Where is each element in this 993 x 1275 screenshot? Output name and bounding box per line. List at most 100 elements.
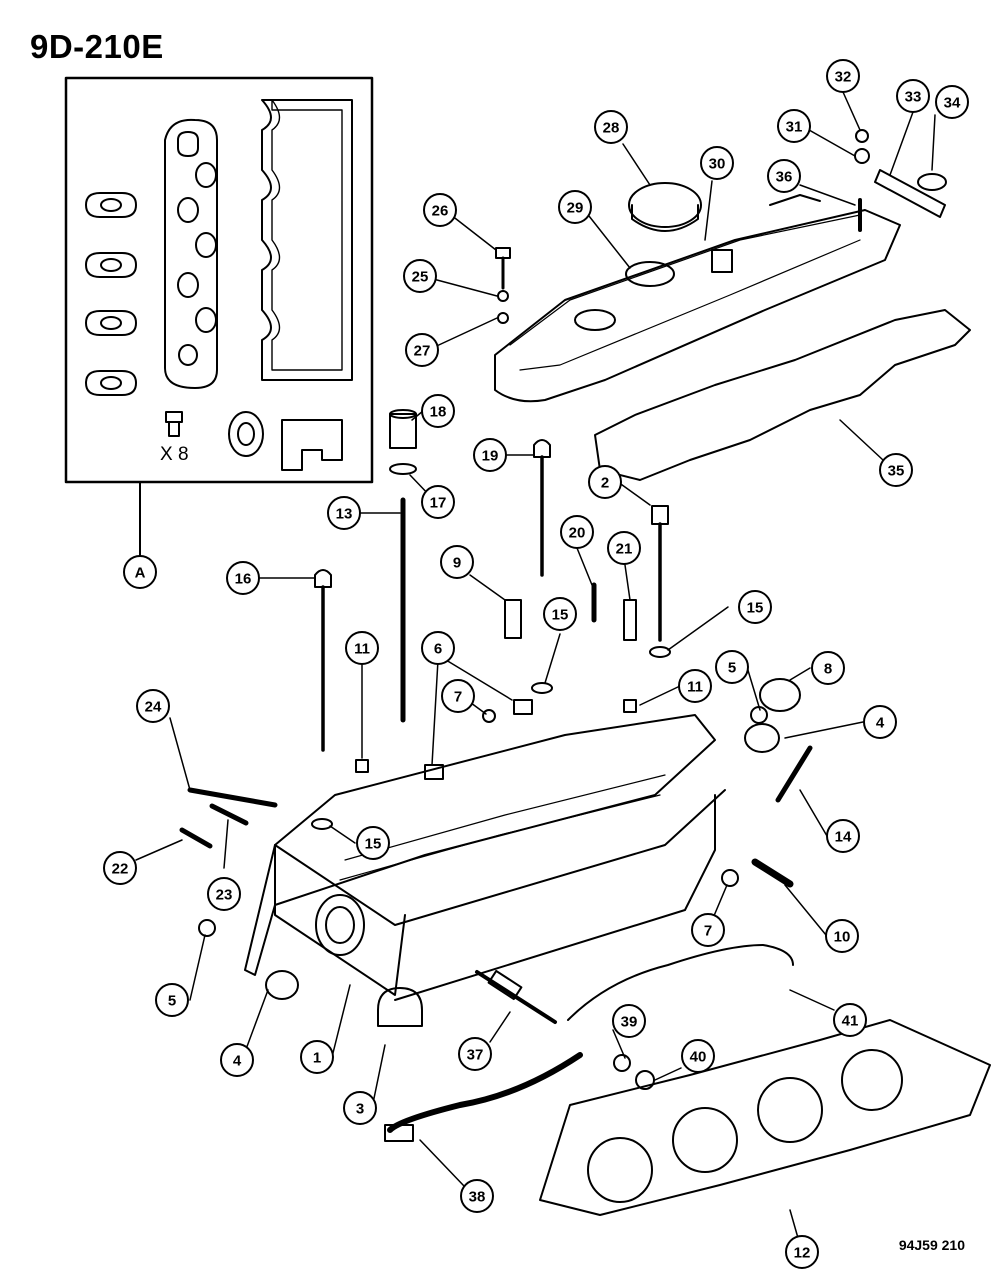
- callout-15: 15: [738, 590, 772, 624]
- callout-39: 39: [612, 1004, 646, 1038]
- plug: [750, 706, 768, 724]
- callout-label: 29: [567, 200, 584, 217]
- callout-label: 11: [687, 679, 703, 696]
- callout-circle: [136, 689, 170, 723]
- callout-label: 3: [356, 1101, 364, 1118]
- callout-circle: [343, 1091, 377, 1125]
- core-plug: [744, 723, 780, 753]
- callout-circle: [405, 333, 439, 367]
- callout-12: 12: [785, 1235, 819, 1269]
- nut: [635, 1070, 655, 1090]
- head-bolt: [533, 439, 551, 577]
- callout-circle: [607, 531, 641, 565]
- callout-label: 15: [552, 607, 569, 624]
- callout-label: 10: [834, 929, 851, 946]
- callout-circle: [681, 1039, 715, 1073]
- callout-38: 38: [460, 1179, 494, 1213]
- callout-circle: [345, 631, 379, 665]
- callout-circle: [879, 453, 913, 487]
- callout-label: 38: [469, 1189, 486, 1206]
- callout-circle: [423, 193, 457, 227]
- core-plug: [265, 970, 299, 1000]
- callout-41: 41: [833, 1003, 867, 1037]
- wiring-harness: [387, 1052, 583, 1133]
- callout-label: 25: [412, 269, 429, 286]
- callout-label: 28: [603, 120, 620, 137]
- callout-label: 8: [824, 661, 832, 678]
- callout-circle: [356, 826, 390, 860]
- head-bolt: [651, 505, 669, 642]
- oil-cap: [628, 182, 702, 232]
- wiring-harness: [567, 944, 794, 1021]
- callout-15: 15: [543, 597, 577, 631]
- stud: [187, 787, 278, 808]
- callout-label: 19: [482, 448, 499, 465]
- callout-label: 7: [454, 689, 462, 706]
- callout-label: 39: [621, 1014, 638, 1031]
- callout-27: 27: [405, 333, 439, 367]
- stud: [775, 745, 813, 803]
- callout-circle: [767, 159, 801, 193]
- callout-33: 33: [896, 79, 930, 113]
- figure-code: 94J59 210: [898, 1237, 965, 1253]
- callout-circle: [421, 394, 455, 428]
- callout-circle: [715, 650, 749, 684]
- callout-label: 12: [794, 1245, 811, 1262]
- callout-label: 14: [835, 829, 852, 846]
- callout-label: 23: [216, 887, 233, 904]
- callout-circle: [825, 919, 859, 953]
- callout-29: 29: [558, 190, 592, 224]
- callout-7: 7: [691, 913, 725, 947]
- washer: [311, 818, 333, 830]
- callout-circle: [207, 877, 241, 911]
- callout-35: 35: [879, 453, 913, 487]
- callout-label: 7: [704, 923, 712, 940]
- callout-circle: [826, 59, 860, 93]
- stud: [179, 827, 213, 849]
- callout-label: 18: [430, 404, 447, 421]
- callout-circle: [811, 651, 845, 685]
- callout-circle: [935, 85, 969, 119]
- stud: [751, 858, 794, 888]
- callout-label: 6: [434, 641, 442, 658]
- ball: [482, 709, 496, 723]
- callout-circle: [896, 79, 930, 113]
- washer: [613, 1054, 631, 1072]
- plug: [198, 919, 216, 937]
- elbow-fitting: [377, 987, 423, 1027]
- washer: [854, 148, 870, 164]
- gasket-kit: X 8: [64, 76, 374, 557]
- callout-label: 40: [690, 1049, 707, 1066]
- head-gasket: [539, 1019, 991, 1216]
- callout-label: 33: [905, 89, 922, 106]
- small-cap: [355, 759, 369, 773]
- callout-circle: [594, 110, 628, 144]
- callout-14: 14: [826, 819, 860, 853]
- callout-label: A: [135, 565, 146, 582]
- core-plug: [759, 678, 801, 712]
- callout-circle: [473, 438, 507, 472]
- callout-17: 17: [421, 485, 455, 519]
- callout-40: 40: [681, 1039, 715, 1073]
- callout-circle: [560, 515, 594, 549]
- callout-label: 22: [112, 861, 129, 878]
- washer: [649, 646, 671, 658]
- callout-2: 2: [588, 465, 622, 499]
- callout-label: 41: [842, 1013, 859, 1030]
- callout-circle: [123, 555, 157, 589]
- callout-circle: [588, 465, 622, 499]
- callout-label: 4: [876, 715, 885, 732]
- callout-label: 31: [786, 119, 803, 136]
- oil-cap-seal: [625, 261, 675, 287]
- callout-30: 30: [700, 146, 734, 180]
- callout-4: 4: [220, 1043, 254, 1077]
- diagram-code: 9D-210E: [30, 28, 164, 65]
- clamp: [917, 173, 947, 191]
- callout-label: 15: [365, 836, 382, 853]
- leader-lines: [135, 91, 936, 1253]
- callout-26: 26: [423, 193, 457, 227]
- head-bolt: [314, 569, 332, 752]
- callout-8: 8: [811, 651, 845, 685]
